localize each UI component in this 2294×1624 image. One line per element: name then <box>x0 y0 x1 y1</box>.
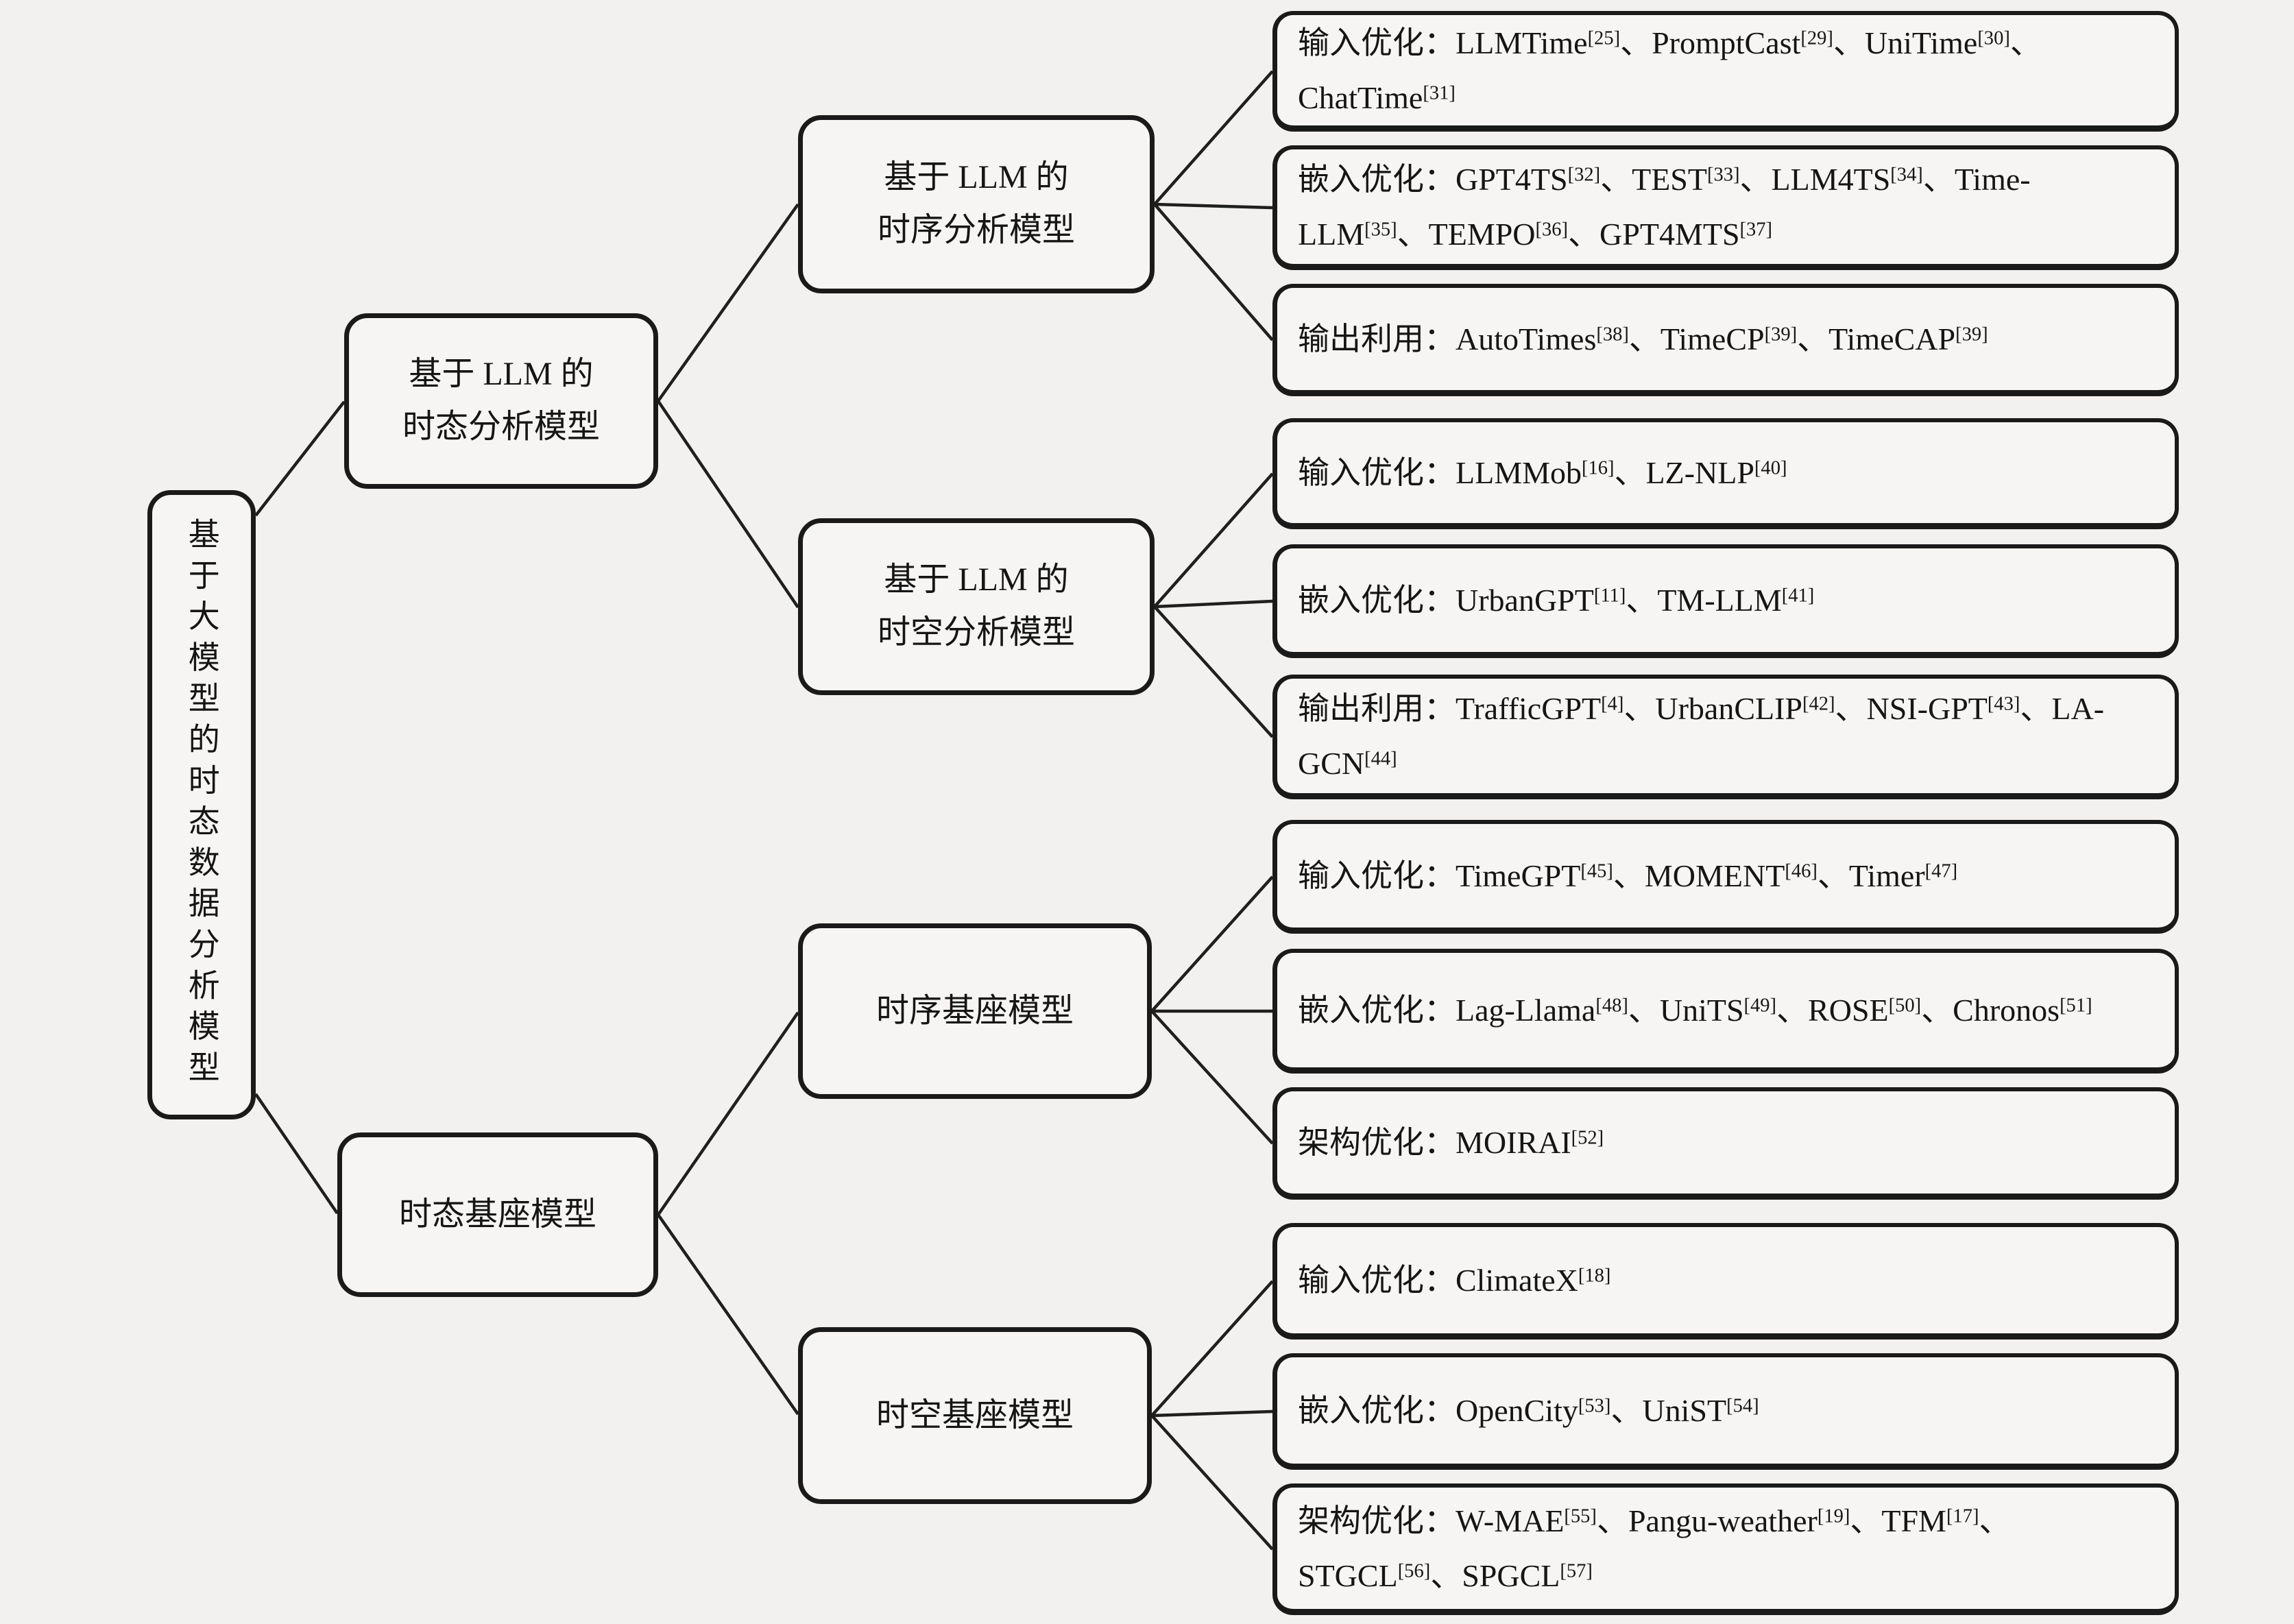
leaf-embedding-optimization-st-foundation: 嵌入优化：OpenCity[53]、UniST[54] <box>1272 1353 2179 1470</box>
leaf-text: 输入优化：LLMTime[25]、PromptCast[29]、UniTime[… <box>1298 25 2042 115</box>
node-llm-spatiotemporal-analysis: 基于 LLM 的时空分析模型 <box>798 518 1155 695</box>
connector-line <box>1153 605 1274 738</box>
leaf-text: 输入优化：TimeGPT[45]、MOMENT[46]、Timer[47] <box>1298 858 1958 893</box>
node-timeseries-foundation: 时序基座模型 <box>798 923 1152 1099</box>
leaf-text: 架构优化：W-MAE[55]、Pangu-weather[19]、TFM[17]… <box>1298 1503 2011 1593</box>
node-llm-timeseries-analysis: 基于 LLM 的时序分析模型 <box>798 115 1155 293</box>
connector-line <box>1150 875 1274 1013</box>
connector-line <box>657 1213 799 1416</box>
node-label: 时序基座模型 <box>876 992 1074 1029</box>
connector-line <box>657 203 799 402</box>
connector-line <box>657 1011 799 1216</box>
connector-line <box>657 400 799 609</box>
leaf-architecture-optimization-st-foundation: 架构优化：W-MAE[55]、Pangu-weather[19]、TFM[17]… <box>1272 1483 2179 1615</box>
leaf-input-optimization-llm-ts: 输入优化：LLMTime[25]、PromptCast[29]、UniTime[… <box>1272 11 2179 132</box>
leaf-text: 输入优化：ClimateX[18] <box>1298 1262 1611 1298</box>
connector-line <box>1153 203 1274 341</box>
leaf-embedding-optimization-llm-st: 嵌入优化：UrbanGPT[11]、TM-LLM[41] <box>1272 544 2179 658</box>
connector-line <box>1151 1409 1273 1418</box>
leaf-text: 嵌入优化：UrbanGPT[11]、TM-LLM[41] <box>1298 582 1815 618</box>
leaf-architecture-optimization-ts-foundation: 架构优化：MOIRAI[52] <box>1272 1087 2179 1200</box>
leaf-text: 架构优化：MOIRAI[52] <box>1298 1124 1604 1160</box>
node-label: 基于 LLM 的时态分析模型 <box>402 356 600 445</box>
node-label: 时空基座模型 <box>876 1396 1074 1433</box>
connector-line <box>1154 599 1273 609</box>
node-label: 基于 LLM 的时空分析模型 <box>877 561 1075 651</box>
leaf-input-optimization-st-foundation: 输入优化：ClimateX[18] <box>1272 1223 2179 1340</box>
connector-line <box>254 400 346 517</box>
node-temporal-foundation: 时态基座模型 <box>337 1132 658 1297</box>
leaf-embedding-optimization-llm-ts: 嵌入优化：GPT4TS[32]、TEST[33]、LLM4TS[34]、Time… <box>1272 145 2179 270</box>
connector-line <box>1153 472 1274 608</box>
node-root-label: 基于大模型的时态数据分析模型 <box>184 518 219 1092</box>
connector-line <box>1150 1280 1274 1417</box>
leaf-text: 输出利用：AutoTimes[38]、TimeCP[39]、TimeCAP[39… <box>1298 321 1988 356</box>
leaf-text: 嵌入优化：OpenCity[53]、UniST[54] <box>1298 1392 1759 1428</box>
connector-line <box>254 1093 339 1215</box>
leaf-text: 输入优化：LLMMob[16]、LZ-NLP[40] <box>1298 455 1787 490</box>
leaf-input-optimization-llm-st: 输入优化：LLMMob[16]、LZ-NLP[40] <box>1272 418 2179 529</box>
node-label: 基于 LLM 的时序分析模型 <box>877 159 1075 248</box>
node-label: 时态基座模型 <box>398 1196 596 1233</box>
node-spatiotemporal-foundation: 时空基座模型 <box>798 1327 1152 1504</box>
leaf-output-utilization-llm-st: 输出利用：TrafficGPT[4]、UrbanCLIP[42]、NSI-GPT… <box>1272 675 2179 799</box>
leaf-text: 嵌入优化：Lag-Llama[48]、UniTS[49]、ROSE[50]、Ch… <box>1298 992 2092 1028</box>
connector-line <box>1150 1414 1274 1551</box>
leaf-text: 输出利用：TrafficGPT[4]、UrbanCLIP[42]、NSI-GPT… <box>1298 691 2105 781</box>
connector-line <box>1153 70 1274 206</box>
connector-line <box>1150 1010 1274 1145</box>
leaf-output-utilization-llm-ts: 输出利用：AutoTimes[38]、TimeCP[39]、TimeCAP[39… <box>1272 284 2179 396</box>
node-root: 基于大模型的时态数据分析模型 <box>147 490 256 1119</box>
connector-line <box>1154 202 1273 210</box>
leaf-text: 嵌入优化：GPT4TS[32]、TEST[33]、LLM4TS[34]、Time… <box>1298 162 2031 252</box>
node-llm-temporal-analysis: 基于 LLM 的时态分析模型 <box>344 313 658 489</box>
leaf-embedding-optimization-ts-foundation: 嵌入优化：Lag-Llama[48]、UniTS[49]、ROSE[50]、Ch… <box>1272 949 2179 1074</box>
leaf-input-optimization-ts-foundation: 输入优化：TimeGPT[45]、MOMENT[46]、Timer[47] <box>1272 820 2179 934</box>
